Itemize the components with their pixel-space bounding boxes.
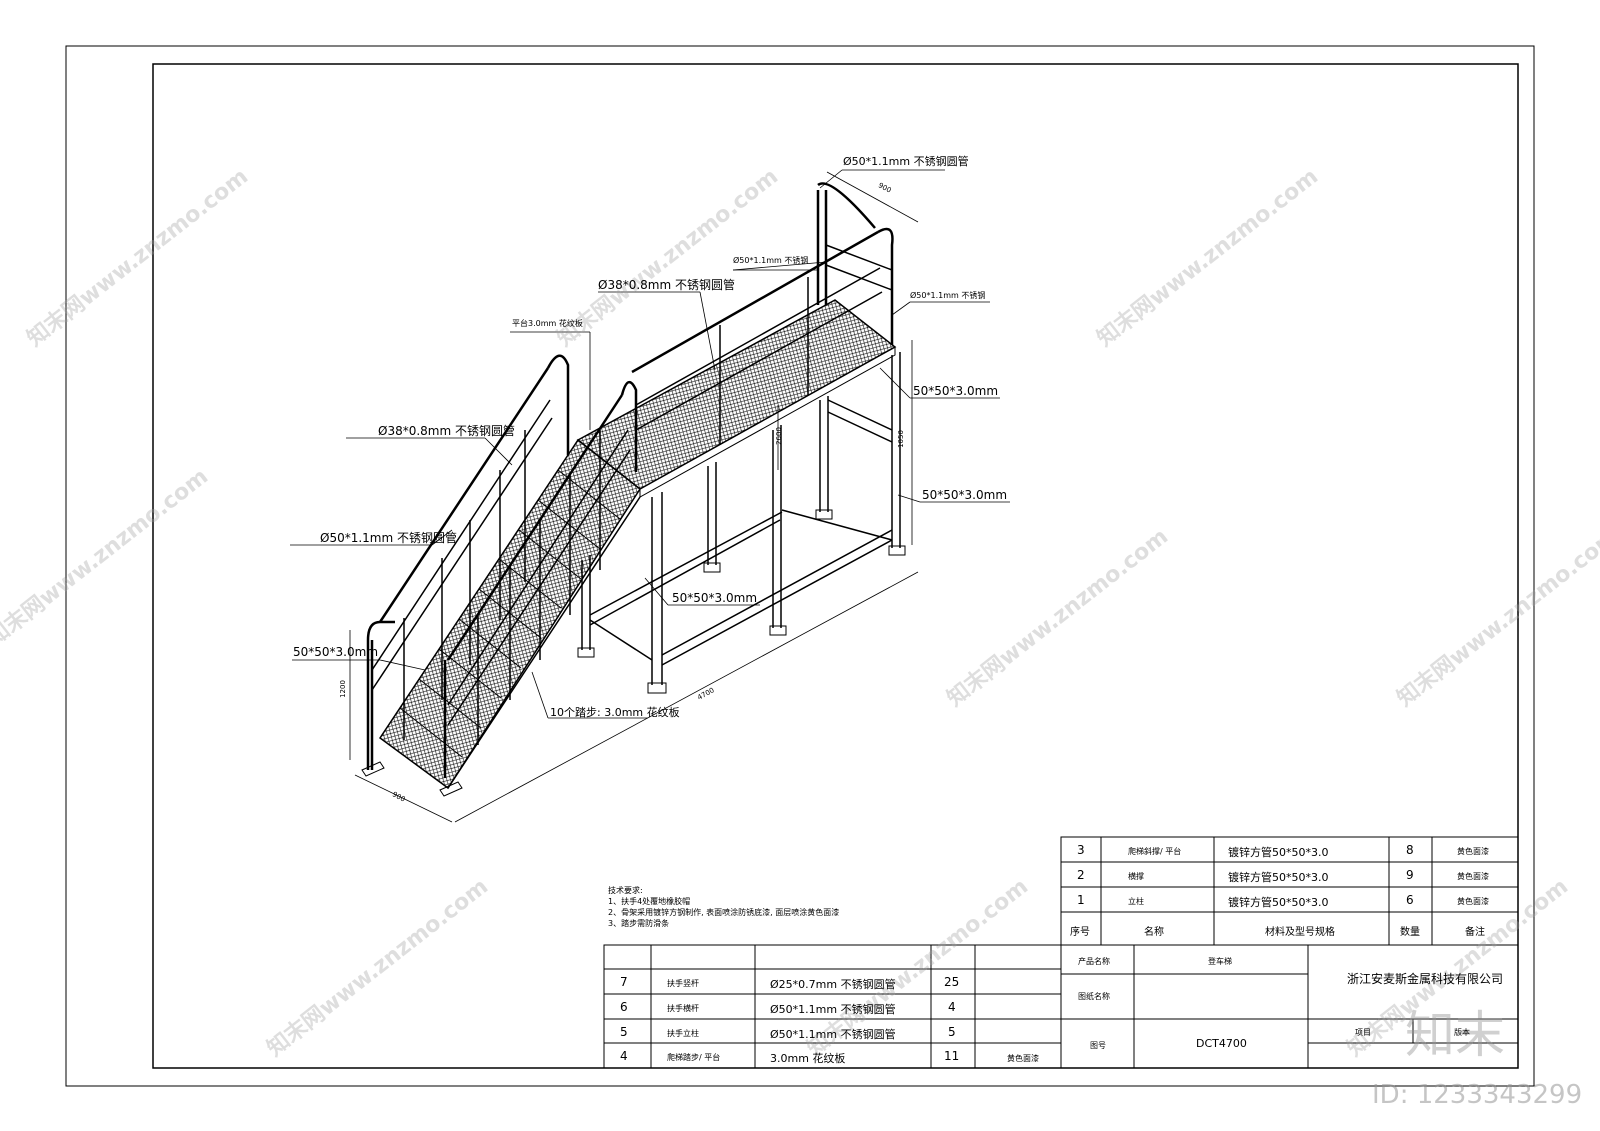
part-spec: 镀锌方管50*50*3.0 bbox=[1228, 846, 1329, 859]
part-no: 2 bbox=[1077, 868, 1085, 882]
platform-deck bbox=[576, 299, 897, 490]
part-qty: 5 bbox=[948, 1025, 956, 1039]
part-spec: Ø50*1.1mm 不锈钢圆管 bbox=[770, 1028, 896, 1041]
part-no: 7 bbox=[620, 975, 628, 989]
label-stair-rail-38: Ø38*0.8mm 不锈钢圆管 bbox=[378, 424, 515, 438]
part-no: 6 bbox=[620, 1000, 628, 1014]
dim-2600: 2600 bbox=[774, 427, 783, 445]
label-sq-tube-4: 50*50*3.0mm bbox=[293, 645, 379, 659]
outer-frame bbox=[65, 45, 1535, 1087]
part-remark: 黄色面漆 bbox=[1457, 847, 1489, 856]
label-plat-rail-38: Ø38*0.8mm 不锈钢圆管 bbox=[598, 278, 735, 292]
part-qty: 9 bbox=[1406, 868, 1414, 882]
part-spec: Ø25*0.7mm 不锈钢圆管 bbox=[770, 978, 896, 991]
header-name: 名称 bbox=[1144, 927, 1164, 938]
part-remark: 黄色面漆 bbox=[1007, 1054, 1039, 1063]
part-spec: 镀锌方管50*50*3.0 bbox=[1228, 871, 1329, 884]
label-sq-tube-3: 50*50*3.0mm bbox=[672, 591, 758, 605]
part-remark: 黄色面漆 bbox=[1457, 872, 1489, 881]
dim-1050: 1050 bbox=[896, 430, 905, 448]
dim-1200: 1200 bbox=[338, 680, 347, 698]
part-no: 4 bbox=[620, 1049, 628, 1063]
label-sq-tube-2: 50*50*3.0mm bbox=[922, 488, 1008, 502]
product-label: 产品名称 bbox=[1078, 957, 1110, 966]
part-qty: 4 bbox=[948, 1000, 956, 1014]
part-spec: 3.0mm 花纹板 bbox=[770, 1052, 846, 1065]
part-name: 爬梯踏步/ 平台 bbox=[667, 1053, 721, 1062]
part-name: 立柱 bbox=[1128, 897, 1144, 906]
project-label: 项目 bbox=[1355, 1028, 1371, 1037]
part-spec: 镀锌方管50*50*3.0 bbox=[1228, 896, 1329, 909]
part-name: 爬梯斜撑/ 平台 bbox=[1128, 847, 1182, 856]
label-right-rail-50: Ø50*1.1mm 不锈钢 bbox=[910, 291, 986, 300]
part-no: 5 bbox=[620, 1025, 628, 1039]
part-name: 扶手横杆 bbox=[667, 1004, 699, 1013]
technical-notes: 技术要求: 1、扶手4处覆地橡胶帽 2、骨架采用镀锌方钢制作, 表面喷涂防锈底漆… bbox=[608, 885, 839, 929]
part-no: 3 bbox=[1077, 843, 1085, 857]
header-no: 序号 bbox=[1070, 927, 1090, 938]
notes-line: 1、扶手4处覆地橡胶帽 bbox=[608, 897, 691, 906]
version-label: 版本 bbox=[1454, 1028, 1470, 1037]
part-spec: Ø50*1.1mm 不锈钢圆管 bbox=[770, 1003, 896, 1016]
part-name: 扶手竖杆 bbox=[667, 979, 699, 988]
drawing-label: 图纸名称 bbox=[1078, 992, 1110, 1001]
drawing-no-label: 图号 bbox=[1090, 1041, 1106, 1050]
notes-line: 2、骨架采用镀锌方钢制作, 表面喷涂防锈底漆, 面层喷涂黄色面漆 bbox=[608, 908, 840, 917]
notes-title: 技术要求: bbox=[608, 886, 643, 895]
drawing-no: DCT4700 bbox=[1196, 1037, 1247, 1050]
part-qty: 8 bbox=[1406, 843, 1414, 857]
company-name: 浙江安麦斯金属科技有限公司 bbox=[1347, 972, 1504, 986]
watermark-logo: 知末 bbox=[1405, 1006, 1505, 1064]
part-no: 1 bbox=[1077, 893, 1085, 907]
watermark-id: ID: 1233343299 bbox=[1372, 1080, 1583, 1110]
product-value: 登车梯 bbox=[1208, 957, 1232, 966]
label-plat-rail-50: Ø50*1.1mm 不锈钢 bbox=[733, 256, 809, 265]
header-spec: 材料及型号规格 bbox=[1265, 927, 1335, 938]
part-name: 横撑 bbox=[1128, 872, 1144, 881]
label-steps: 10个踏步: 3.0mm 花纹板 bbox=[550, 706, 680, 719]
part-remark: 黄色面漆 bbox=[1457, 897, 1489, 906]
part-name: 扶手立柱 bbox=[667, 1029, 699, 1038]
label-plat-plate: 平台3.0mm 花纹板 bbox=[512, 319, 583, 328]
label-stair-rail-50: Ø50*1.1mm 不锈钢圆管 bbox=[320, 531, 457, 545]
header-remark: 备注 bbox=[1465, 927, 1485, 938]
header-qty: 数量 bbox=[1400, 927, 1420, 938]
part-qty: 6 bbox=[1406, 893, 1414, 907]
part-qty: 11 bbox=[944, 1049, 960, 1063]
label-sq-tube-1: 50*50*3.0mm bbox=[913, 384, 999, 398]
notes-line: 3、踏步需防滑条 bbox=[608, 919, 670, 928]
label-top-rail: Ø50*1.1mm 不锈钢圆管 bbox=[843, 155, 969, 168]
part-qty: 25 bbox=[944, 975, 960, 989]
